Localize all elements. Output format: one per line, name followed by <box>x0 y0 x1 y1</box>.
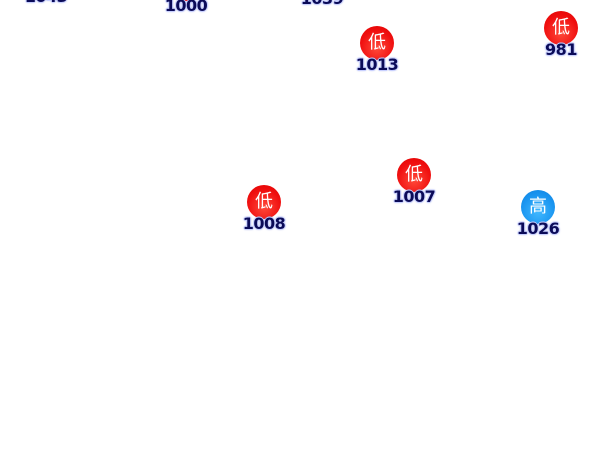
pressure-marker-1013[interactable]: 低 1013 <box>347 26 407 73</box>
pressure-value: 1039 <box>292 0 352 7</box>
pressure-marker-1039[interactable]: 低 1039 <box>292 0 352 7</box>
pressure-value: 1000 <box>164 0 208 15</box>
pressure-marker-1008[interactable]: 低 1008 <box>234 185 294 232</box>
pressure-marker-1007[interactable]: 低 1007 <box>384 158 444 205</box>
low-pressure-icon: 低 <box>169 0 203 1</box>
pressure-value: 1026 <box>516 219 560 238</box>
high-pressure-icon: 高 <box>521 190 555 224</box>
low-pressure-icon: 低 <box>397 158 431 192</box>
low-pressure-icon: 低 <box>247 185 281 219</box>
pressure-value: 1007 <box>392 187 436 206</box>
pressure-marker-1043[interactable]: 低 1043 <box>16 0 76 5</box>
pressure-value: 1008 <box>242 214 286 233</box>
pressure-marker-1026[interactable]: 高 1026 <box>508 190 568 237</box>
pressure-value: 1043 <box>16 0 76 5</box>
pressure-value: 981 <box>545 40 577 59</box>
pressure-value: 1013 <box>355 55 399 74</box>
pressure-marker-1000[interactable]: 低 1000 <box>156 0 216 14</box>
low-pressure-icon: 低 <box>360 26 394 60</box>
low-pressure-icon: 低 <box>544 11 578 45</box>
pressure-marker-981[interactable]: 低 981 <box>531 11 591 58</box>
